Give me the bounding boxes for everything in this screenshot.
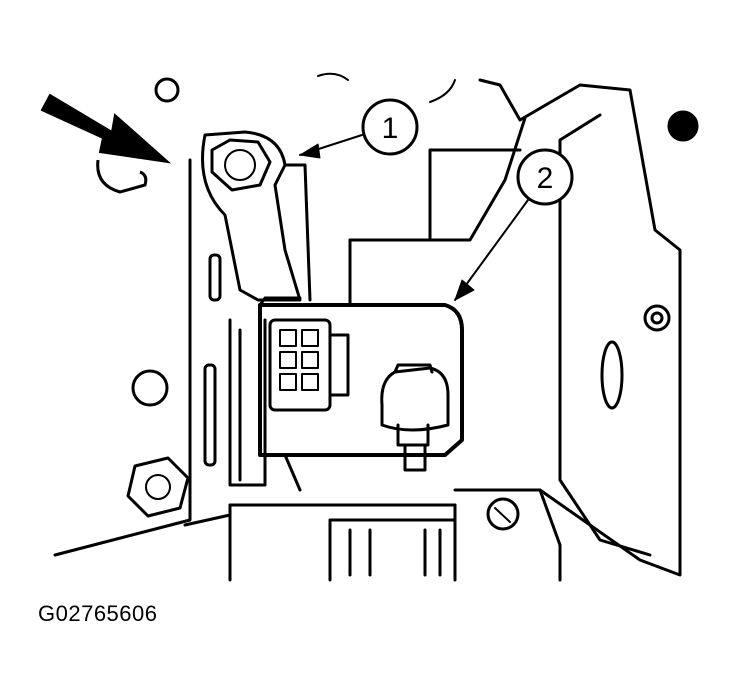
pointer-arrow — [40, 93, 172, 164]
bolt-head — [210, 138, 272, 192]
callout-2 — [454, 148, 574, 301]
lower-ribs — [348, 528, 442, 577]
figure-id: G02765606 — [38, 601, 158, 626]
bracket-arm — [201, 130, 312, 302]
technical-line-drawing: 1 2 — [40, 72, 699, 582]
hex-nut-lower — [126, 456, 190, 518]
housing-outline — [53, 78, 682, 582]
callout-1-label: 1 — [382, 112, 399, 145]
callout-2-label: 2 — [537, 162, 554, 195]
dark-plug — [667, 110, 699, 142]
side-slots — [203, 253, 267, 487]
mounting-holes — [131, 72, 671, 531]
clip-detail — [96, 159, 148, 194]
sensor-body — [258, 296, 464, 492]
callout-1 — [299, 98, 419, 159]
